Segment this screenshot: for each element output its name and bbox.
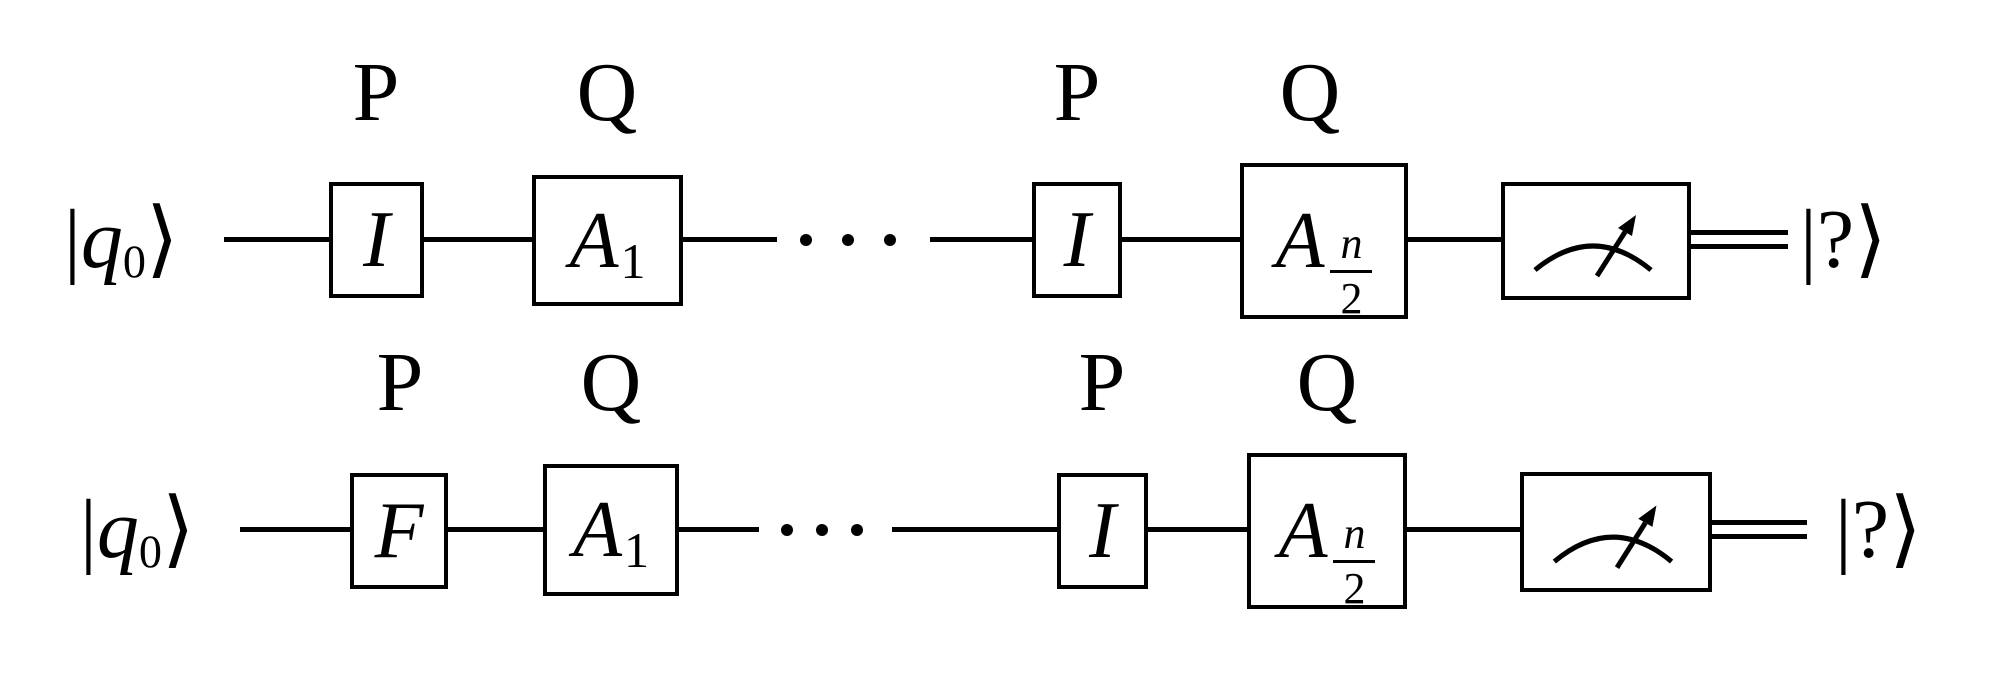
output-ket-bottom: |?⟩ [1835,484,1922,576]
stage-label-p1-bottom: P [376,336,424,429]
cdots-icon [781,524,863,536]
classical-double-wire [1712,520,1807,539]
gate-i2-top: I [1032,182,1122,298]
ket-rangle: ⟩ [145,193,179,286]
quantum-wire [679,527,759,532]
ket-bar: | [1835,483,1852,576]
stage-label-p2-bottom: P [1078,336,1126,429]
ket-symbol: ? [1816,193,1855,286]
measurement-meter-icon [1520,472,1712,592]
gate-i2-bottom: I [1057,473,1148,589]
gate-subscript: 1 [620,232,646,289]
stage-label-q2-bottom: Q [1296,336,1358,429]
gate-i1-top: I [329,182,424,298]
ket-subscript: 0 [138,526,162,578]
fraction-denominator: 2 [1340,273,1363,323]
cdots-icon [800,234,896,246]
quantum-wire [892,527,1059,532]
ket-rangle: ⟩ [1854,193,1887,286]
stage-label-p2-top: P [1053,46,1101,139]
gate-label: I [1063,196,1091,284]
quantum-wire [1148,527,1249,532]
ket-subscript: 0 [122,236,146,288]
ellipsis-dot [800,234,812,246]
stage-label-q2-top: Q [1279,46,1341,139]
gate-label: A [569,196,619,285]
gate-label: F [374,487,424,575]
stage-label-q1-bottom: Q [580,336,642,429]
ellipsis-dot [842,234,854,246]
ellipsis-dot [851,524,863,536]
gate-label: A [573,486,622,574]
fraction-numerator: n [1330,221,1373,273]
quantum-wire [1407,527,1522,532]
ket-bar: | [1800,193,1817,286]
ket-bar: | [64,193,81,286]
gate-label: A [1278,487,1328,575]
quantum-wire [930,237,1034,242]
ellipsis-dot [816,524,828,536]
quantum-wire [1408,237,1505,242]
ket-letter: q [96,483,139,576]
gate-subscript: 1 [623,522,649,578]
classical-double-wire [1691,230,1788,249]
stage-label-q1-top: Q [576,46,638,139]
gate-label: A [1275,197,1325,285]
ellipsis-dot [781,524,793,536]
ket-rangle: ⟩ [1889,483,1922,576]
ket-bar: | [80,483,97,576]
measurement-meter-icon [1501,182,1691,300]
fraction-numerator: n [1333,511,1376,563]
quantum-wire [448,527,547,532]
fraction-denominator: 2 [1343,563,1366,613]
ket-letter: q [80,193,123,286]
input-ket-bottom: |q0⟩ [80,483,195,578]
ket-rangle: ⟩ [161,483,195,576]
quantum-wire [1122,237,1244,242]
output-ket-top: |?⟩ [1800,194,1887,286]
input-ket-top: |q0⟩ [64,193,179,288]
gate-label: I [1089,487,1116,575]
quantum-wire [224,237,331,242]
quantum-wire [424,237,534,242]
quantum-wire [240,527,352,532]
gate-label: I [363,196,390,284]
quantum-wire [683,237,777,242]
stage-label-p1-top: P [352,46,400,139]
ellipsis-dot [884,234,896,246]
gate-f-bottom: F [350,473,448,589]
ket-symbol: ? [1851,483,1890,576]
